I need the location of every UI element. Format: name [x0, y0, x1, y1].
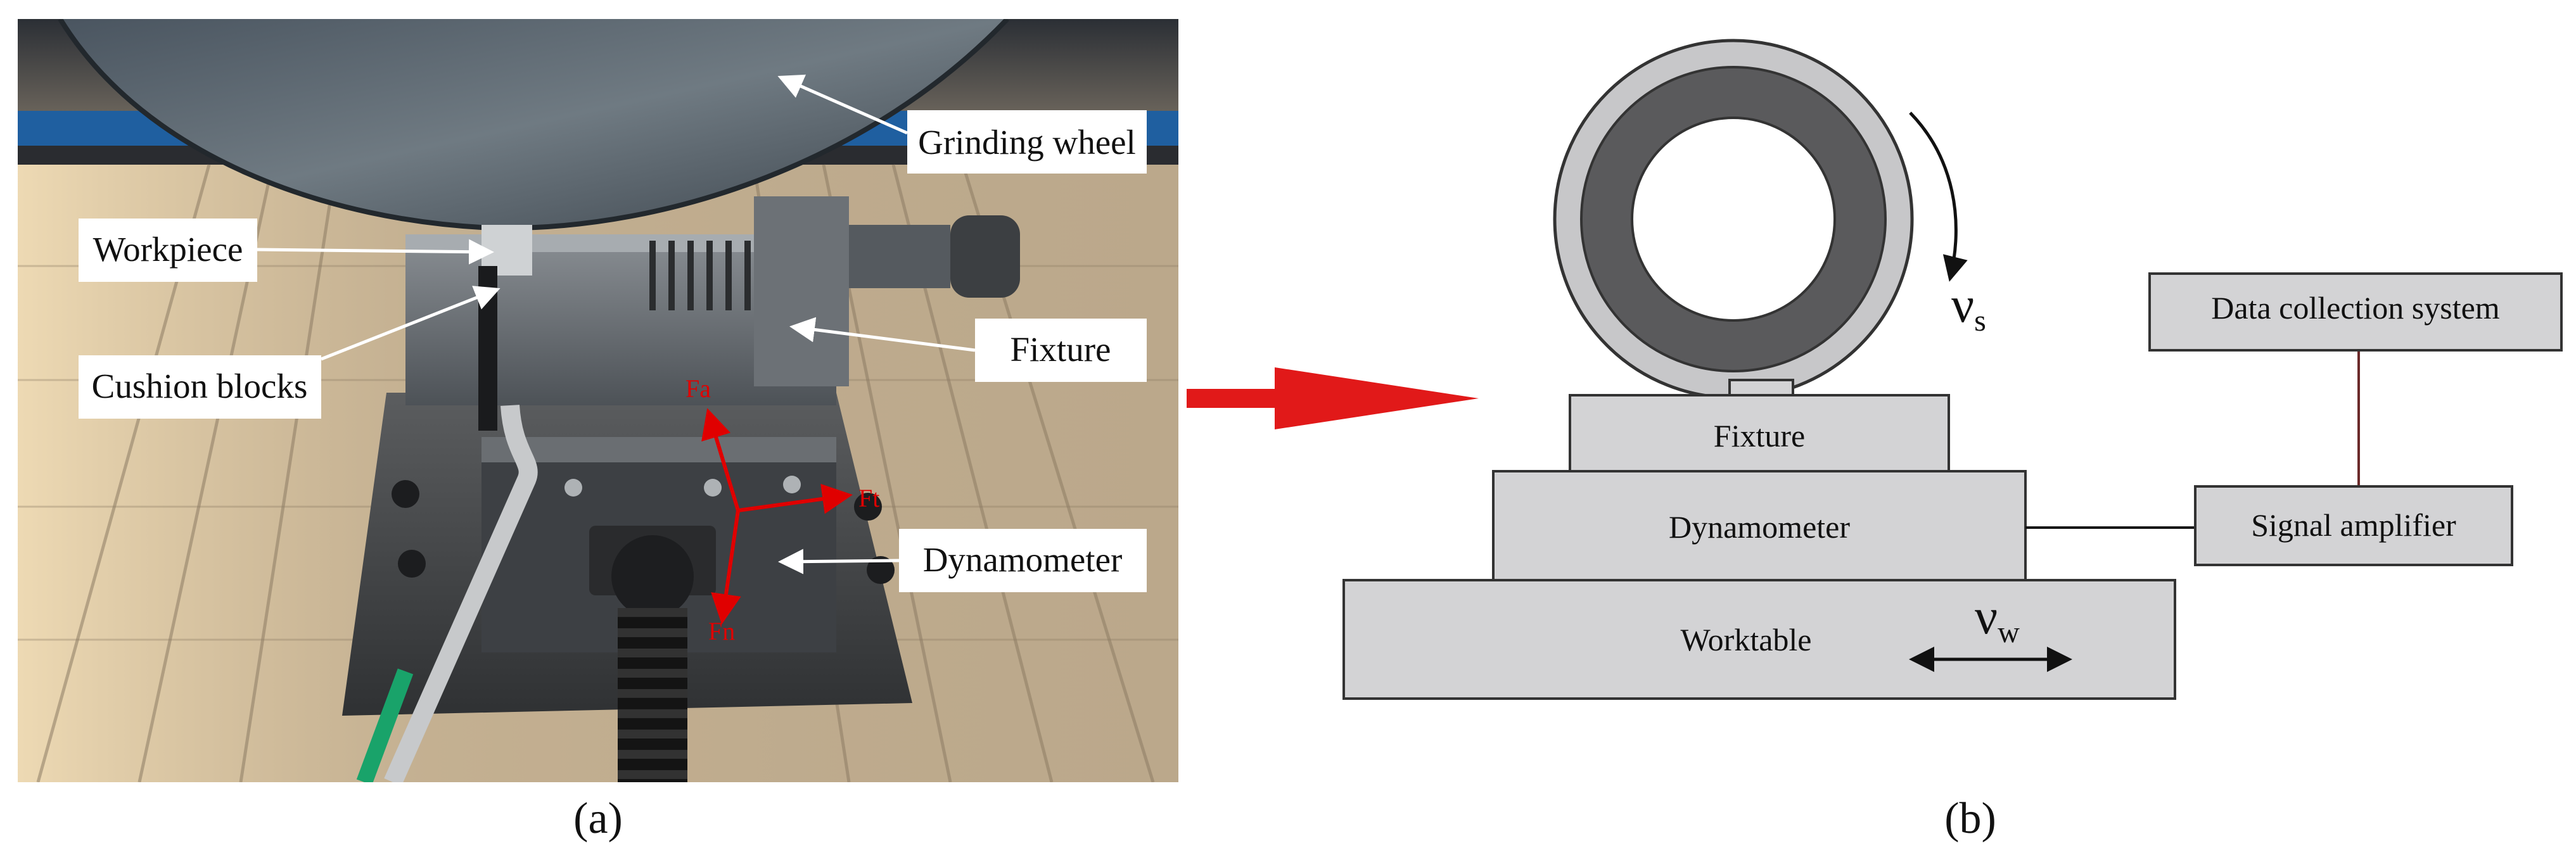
svg-text:Worktable: Worktable	[1680, 622, 1811, 657]
fixture-pointer	[789, 317, 976, 352]
label-cushion-blocks: Cushion blocks	[79, 355, 321, 419]
fixture-screw-photo	[649, 241, 751, 310]
cushion-blocks-pointer	[321, 286, 501, 361]
label-dynamometer: Dynamometer	[899, 529, 1147, 592]
force-arrows	[701, 408, 853, 624]
force-fn-label: Fn	[708, 617, 735, 645]
grinding-wheel-pointer	[777, 74, 909, 135]
caption-a: (a)	[573, 794, 623, 843]
label-workpiece: Workpiece	[79, 219, 257, 282]
force-ft-label: Ft	[858, 484, 879, 512]
svg-text:Signal amplifier: Signal amplifier	[2251, 507, 2456, 543]
svg-text:Fixture: Fixture	[1714, 418, 1805, 453]
transition-arrow	[1187, 367, 1479, 429]
worktable-block: Worktable	[1342, 579, 2176, 700]
force-fa-label: Fa	[685, 374, 711, 403]
panel-a-photo	[18, 19, 1178, 782]
signal-amplifier-block: Signal amplifier	[2194, 485, 2513, 566]
green-wire-photo	[356, 668, 414, 782]
svg-text:Cushion blocks: Cushion blocks	[92, 367, 308, 405]
label-fixture: Fixture	[975, 319, 1147, 382]
dynamometer-pointer	[778, 548, 900, 574]
svg-text:Fixture: Fixture	[1011, 330, 1111, 369]
dynamometer-block: Dynamometer	[1492, 470, 2027, 581]
grinding-wheel-schematic	[1553, 39, 1914, 400]
svg-text:Dynamometer: Dynamometer	[1669, 509, 1850, 545]
svg-text:Grinding wheel: Grinding wheel	[918, 123, 1136, 162]
wheel-speed-label: νs	[1951, 277, 1986, 338]
data-collection-block: Data collection system	[2148, 272, 2563, 352]
grinding-wheel-photo	[60, 19, 1007, 229]
svg-text:Workpiece: Workpiece	[93, 230, 243, 269]
wheel-rotation-arrow	[1909, 111, 1968, 282]
workpiece-pointer	[257, 239, 494, 265]
fixture-block: Fixture	[1569, 394, 1950, 472]
svg-text:Data collection system: Data collection system	[2211, 290, 2500, 326]
work-speed-label: νw	[1975, 589, 2020, 649]
label-grinding-wheel: Grinding wheel	[907, 110, 1147, 174]
caption-b: (b)	[1944, 794, 1996, 843]
svg-text:Dynamometer: Dynamometer	[923, 540, 1123, 579]
